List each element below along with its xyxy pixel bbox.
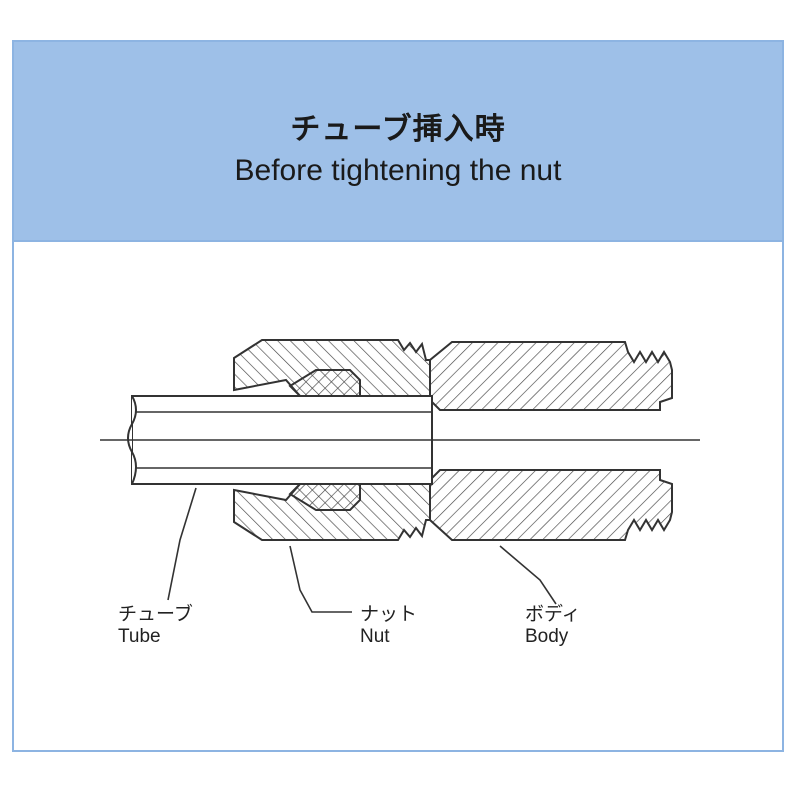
label-tube: チューブ Tube — [118, 604, 193, 648]
body-leader — [499, 545, 557, 605]
label-nut-en: Nut — [360, 626, 390, 647]
label-body: ボディ Body — [525, 604, 581, 648]
label-body-en: Body — [525, 626, 569, 647]
title-banner: チューブ挿入時 Before tightening the nut — [14, 42, 782, 242]
title-english: Before tightening the nut — [234, 154, 562, 187]
label-body-ja: ボディ — [525, 604, 581, 625]
body-lower — [429, 469, 673, 541]
label-tube-ja: チューブ — [118, 604, 193, 625]
label-nut: ナット Nut — [360, 604, 417, 648]
body-upper — [429, 341, 673, 411]
tube-leader — [167, 487, 197, 601]
nut-leader — [289, 545, 352, 613]
label-nut-ja: ナット — [360, 604, 418, 625]
label-tube-en: Tube — [118, 626, 161, 647]
title-japanese: チューブ挿入時 — [290, 113, 506, 146]
